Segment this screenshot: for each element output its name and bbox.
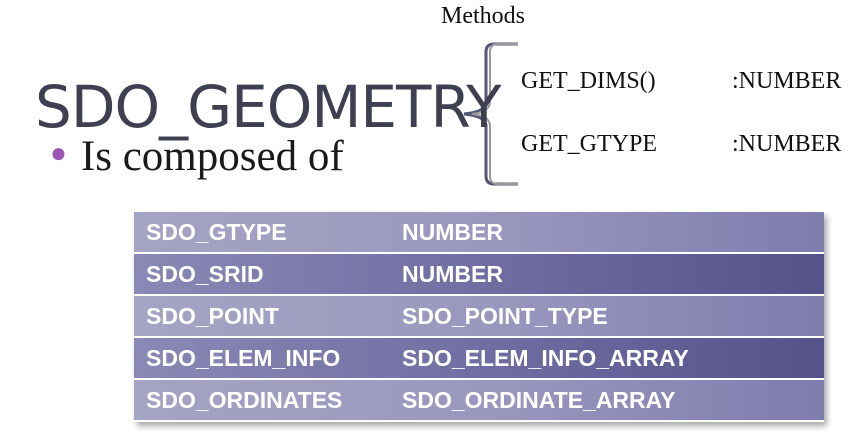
attribute-name: SDO_SRID	[146, 260, 264, 287]
bullet-text: Is composed of	[80, 133, 344, 180]
bullet-dot-icon: ●	[50, 137, 67, 169]
bullet-item: ● Is composed of	[50, 133, 344, 180]
attribute-name: SDO_ORDINATES	[146, 386, 343, 413]
table-row: SDO_GTYPE NUMBER	[134, 212, 824, 252]
attribute-type: NUMBER	[402, 260, 503, 287]
attribute-type: NUMBER	[402, 218, 503, 245]
table-row: SDO_SRID NUMBER	[134, 254, 824, 294]
table-row: SDO_ORDINATES SDO_ORDINATE_ARRAY	[134, 380, 824, 420]
method-return-type: :NUMBER	[732, 131, 842, 157]
method-name: GET_DIMS()	[521, 68, 656, 94]
attribute-type: SDO_POINT_TYPE	[402, 302, 608, 329]
attribute-name: SDO_GTYPE	[146, 218, 287, 245]
attribute-type: SDO_ORDINATE_ARRAY	[402, 386, 676, 413]
attribute-name: SDO_ELEM_INFO	[146, 344, 341, 371]
curly-brace-icon	[463, 42, 518, 186]
table-row: SDO_ELEM_INFO SDO_ELEM_INFO_ARRAY	[134, 338, 824, 378]
methods-heading: Methods	[441, 3, 525, 29]
table-row: SDO_POINT SDO_POINT_TYPE	[134, 296, 824, 336]
slide-title: SDO_GEOMETRY	[35, 73, 502, 141]
method-return-type: :NUMBER	[732, 68, 842, 94]
method-row: GET_DIMS() :NUMBER	[521, 68, 841, 95]
attribute-type: SDO_ELEM_INFO_ARRAY	[402, 344, 689, 371]
method-row: GET_GTYPE :NUMBER	[521, 131, 841, 158]
attribute-name: SDO_POINT	[146, 302, 279, 329]
method-name: GET_GTYPE	[521, 131, 657, 157]
attributes-table: SDO_GTYPE NUMBER SDO_SRID NUMBER SDO_POI…	[134, 212, 824, 422]
